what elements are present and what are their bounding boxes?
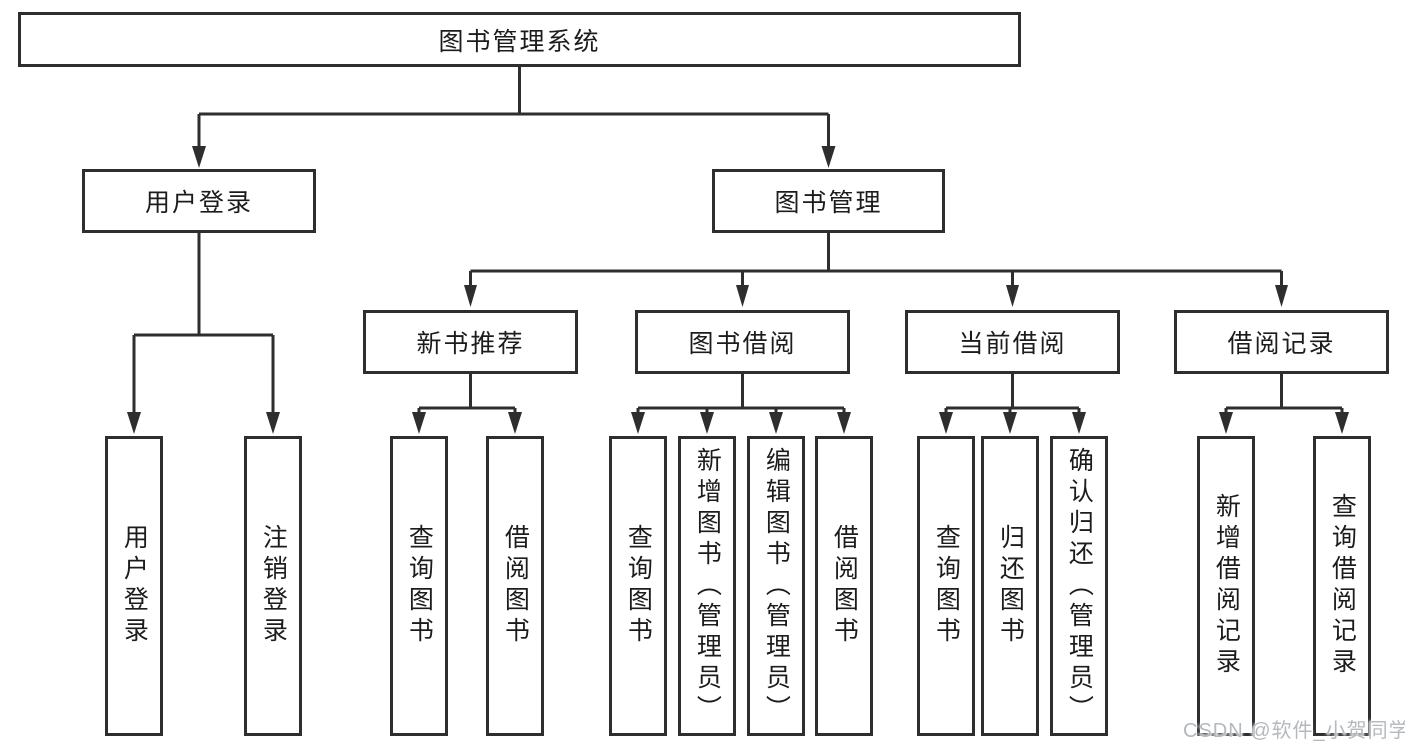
- node-new-books: 新书推荐: [363, 310, 578, 374]
- watermark: CSDN @软件_小贺同学: [1183, 720, 1405, 742]
- connector-user-login: [127, 233, 280, 434]
- node-book-mgmt: 图书管理: [712, 169, 945, 233]
- node-current-borrow: 当前借阅: [905, 310, 1120, 374]
- leaf-current-confirm: 确认归还（管理员）: [1050, 436, 1108, 736]
- leaf-borrow-borrow: 借阅图书: [815, 436, 873, 736]
- leaf-newbooks-query: 查询图书: [390, 436, 448, 736]
- connector-new-books: [412, 374, 522, 434]
- leaf-current-return: 归还图书: [981, 436, 1039, 736]
- connector-book-mgmt: [464, 233, 1288, 307]
- node-borrow-records: 借阅记录: [1174, 310, 1389, 374]
- leaf-borrow-query: 查询图书: [609, 436, 667, 736]
- connector-current-borrow: [939, 374, 1086, 434]
- leaf-borrow-add: 新增图书（管理员）: [678, 436, 736, 736]
- node-user-login: 用户登录: [82, 169, 316, 233]
- leaf-user-login: 用户登录: [105, 436, 163, 736]
- connector-borrow-records: [1219, 374, 1349, 434]
- connector-book-borrow: [631, 374, 851, 434]
- leaf-newbooks-borrow: 借阅图书: [486, 436, 544, 736]
- connector-root: [192, 67, 836, 168]
- leaf-borrow-edit: 编辑图书（管理员）: [747, 436, 805, 736]
- leaf-records-add: 新增借阅记录: [1197, 436, 1255, 736]
- leaf-current-query: 查询图书: [917, 436, 975, 736]
- node-book-borrow: 图书借阅: [635, 310, 850, 374]
- leaf-logout: 注销登录: [244, 436, 302, 736]
- leaf-records-query: 查询借阅记录: [1313, 436, 1371, 736]
- node-root: 图书管理系统: [18, 12, 1021, 67]
